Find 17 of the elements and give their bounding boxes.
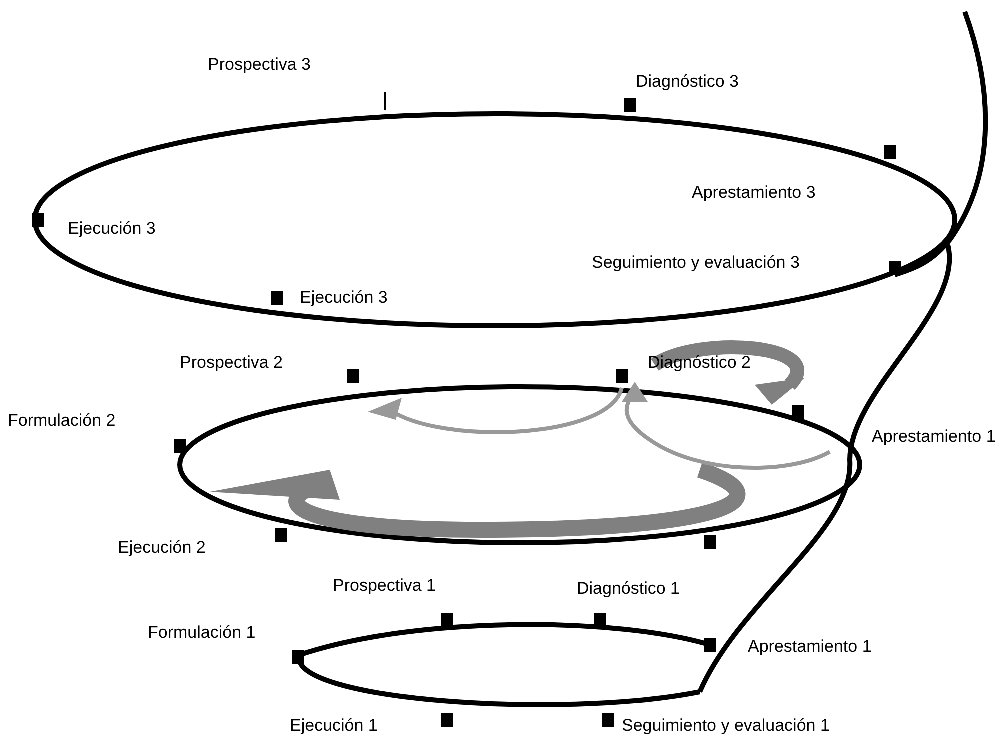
stage-label: Diagnóstico 2 bbox=[648, 354, 752, 371]
stage-label: Formulación 2 bbox=[8, 412, 116, 429]
stage-label: Ejecución 3 bbox=[68, 220, 156, 237]
stage-label: Prospectiva 2 bbox=[180, 354, 283, 371]
stage-label: Ejecución 1 bbox=[290, 717, 378, 734]
stage-label: Aprestamiento 1 bbox=[872, 428, 996, 445]
stage-label: Diagnóstico 3 bbox=[636, 73, 740, 90]
stage-label: Prospectiva 1 bbox=[333, 577, 436, 594]
stage-label: Diagnóstico 1 bbox=[577, 580, 680, 597]
stage-label: Seguimiento y evaluación 3 bbox=[592, 254, 800, 271]
stage-label: Aprestamiento 3 bbox=[692, 184, 816, 201]
stage-label: Aprestamiento 1 bbox=[748, 638, 872, 655]
stage-label: Prospectiva 3 bbox=[208, 56, 311, 73]
stage-label: Formulación 1 bbox=[148, 624, 256, 641]
stage-label: Seguimiento y evaluación 1 bbox=[622, 717, 830, 734]
stage-label: Ejecución 3 bbox=[300, 289, 388, 306]
stage-label: Ejecución 2 bbox=[118, 539, 206, 556]
